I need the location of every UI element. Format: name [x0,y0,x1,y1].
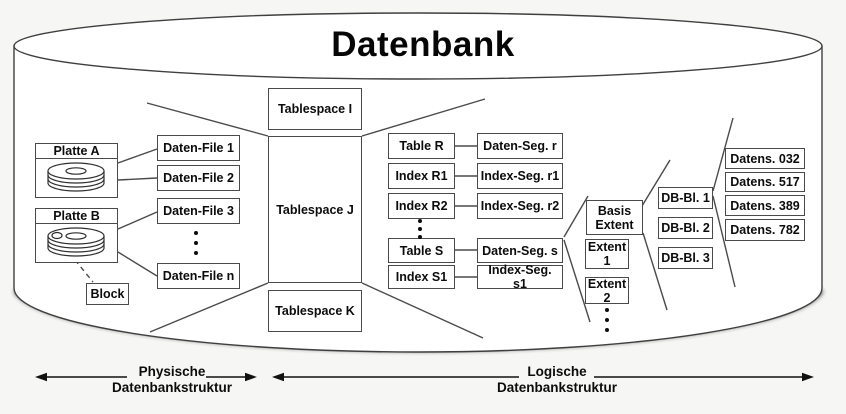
legend-physical-line1: Physische [138,364,206,379]
legend-logical: Logische Datenbankstruktur [477,364,637,396]
span-arrows [35,372,814,382]
tablespace-k-box: Tablespace K [268,290,362,332]
vertical-ellipsis-icon [194,231,198,255]
tablespace-j-box: Tablespace J [268,136,362,283]
diagram-title: Datenbank [331,25,515,64]
table-r-box: Table R [388,133,455,159]
record-517-box: Datens. 517 [725,172,805,192]
disk-a-panel: Platte A [35,143,118,198]
db-block-1-box: DB-Bl. 1 [658,187,713,209]
data-segment-s-box: Daten-Seg. s [477,238,563,263]
extent-2-box: Extent 2 [585,277,629,305]
basis-extent-box: Basis Extent [586,200,643,235]
data-file-1-box: Daten-File 1 [157,135,240,161]
data-segment-r-box: Daten-Seg. r [477,133,563,159]
data-file-3-box: Daten-File 3 [157,198,240,224]
disk-a-label: Platte A [36,144,117,159]
record-782-box: Datens. 782 [725,219,805,241]
arrowhead-left-physical-icon [35,372,47,382]
record-032-box: Datens. 032 [725,148,805,169]
disk-icon [47,227,105,257]
disk-b-panel: Platte B [35,208,118,263]
legend-physical: Physische Datenbankstruktur [92,364,252,396]
block-box: Block [86,283,129,305]
disk-icon [47,162,105,192]
arrowhead-right-physical-icon [245,372,257,382]
data-file-2-box: Daten-File 2 [157,165,240,191]
extent-1-box: Extent 1 [585,239,629,269]
cylinder-top-ellipse [13,12,823,80]
legend-logical-line2: Datenbankstruktur [496,380,618,395]
index-segment-s1-box: Index-Seg. s1 [477,263,563,291]
db-block-2-box: DB-Bl. 2 [658,217,713,239]
cylinder-outline [13,46,823,353]
vertical-ellipsis-icon [605,308,609,332]
block-marker-icon [51,231,63,240]
db-block-3-box: DB-Bl. 3 [658,247,713,269]
arrowhead-right-logical-icon [802,372,814,382]
index-s1-box: Index S1 [388,265,455,289]
vertical-ellipsis-icon [418,219,422,239]
data-file-n-box: Daten-File n [157,263,240,289]
arrowhead-left-logical-icon [272,372,284,382]
index-segment-r1-box: Index-Seg. r1 [477,163,563,189]
index-r1-box: Index R1 [388,163,455,189]
table-s-box: Table S [388,238,455,263]
legend-logical-line1: Logische [527,364,587,379]
index-r2-box: Index R2 [388,193,455,219]
tablespace-i-box: Tablespace I [268,88,362,130]
disk-b-label: Platte B [36,209,117,224]
legend-physical-line2: Datenbankstruktur [111,380,233,395]
record-389-box: Datens. 389 [725,195,805,216]
index-segment-r2-box: Index-Seg. r2 [477,193,563,219]
